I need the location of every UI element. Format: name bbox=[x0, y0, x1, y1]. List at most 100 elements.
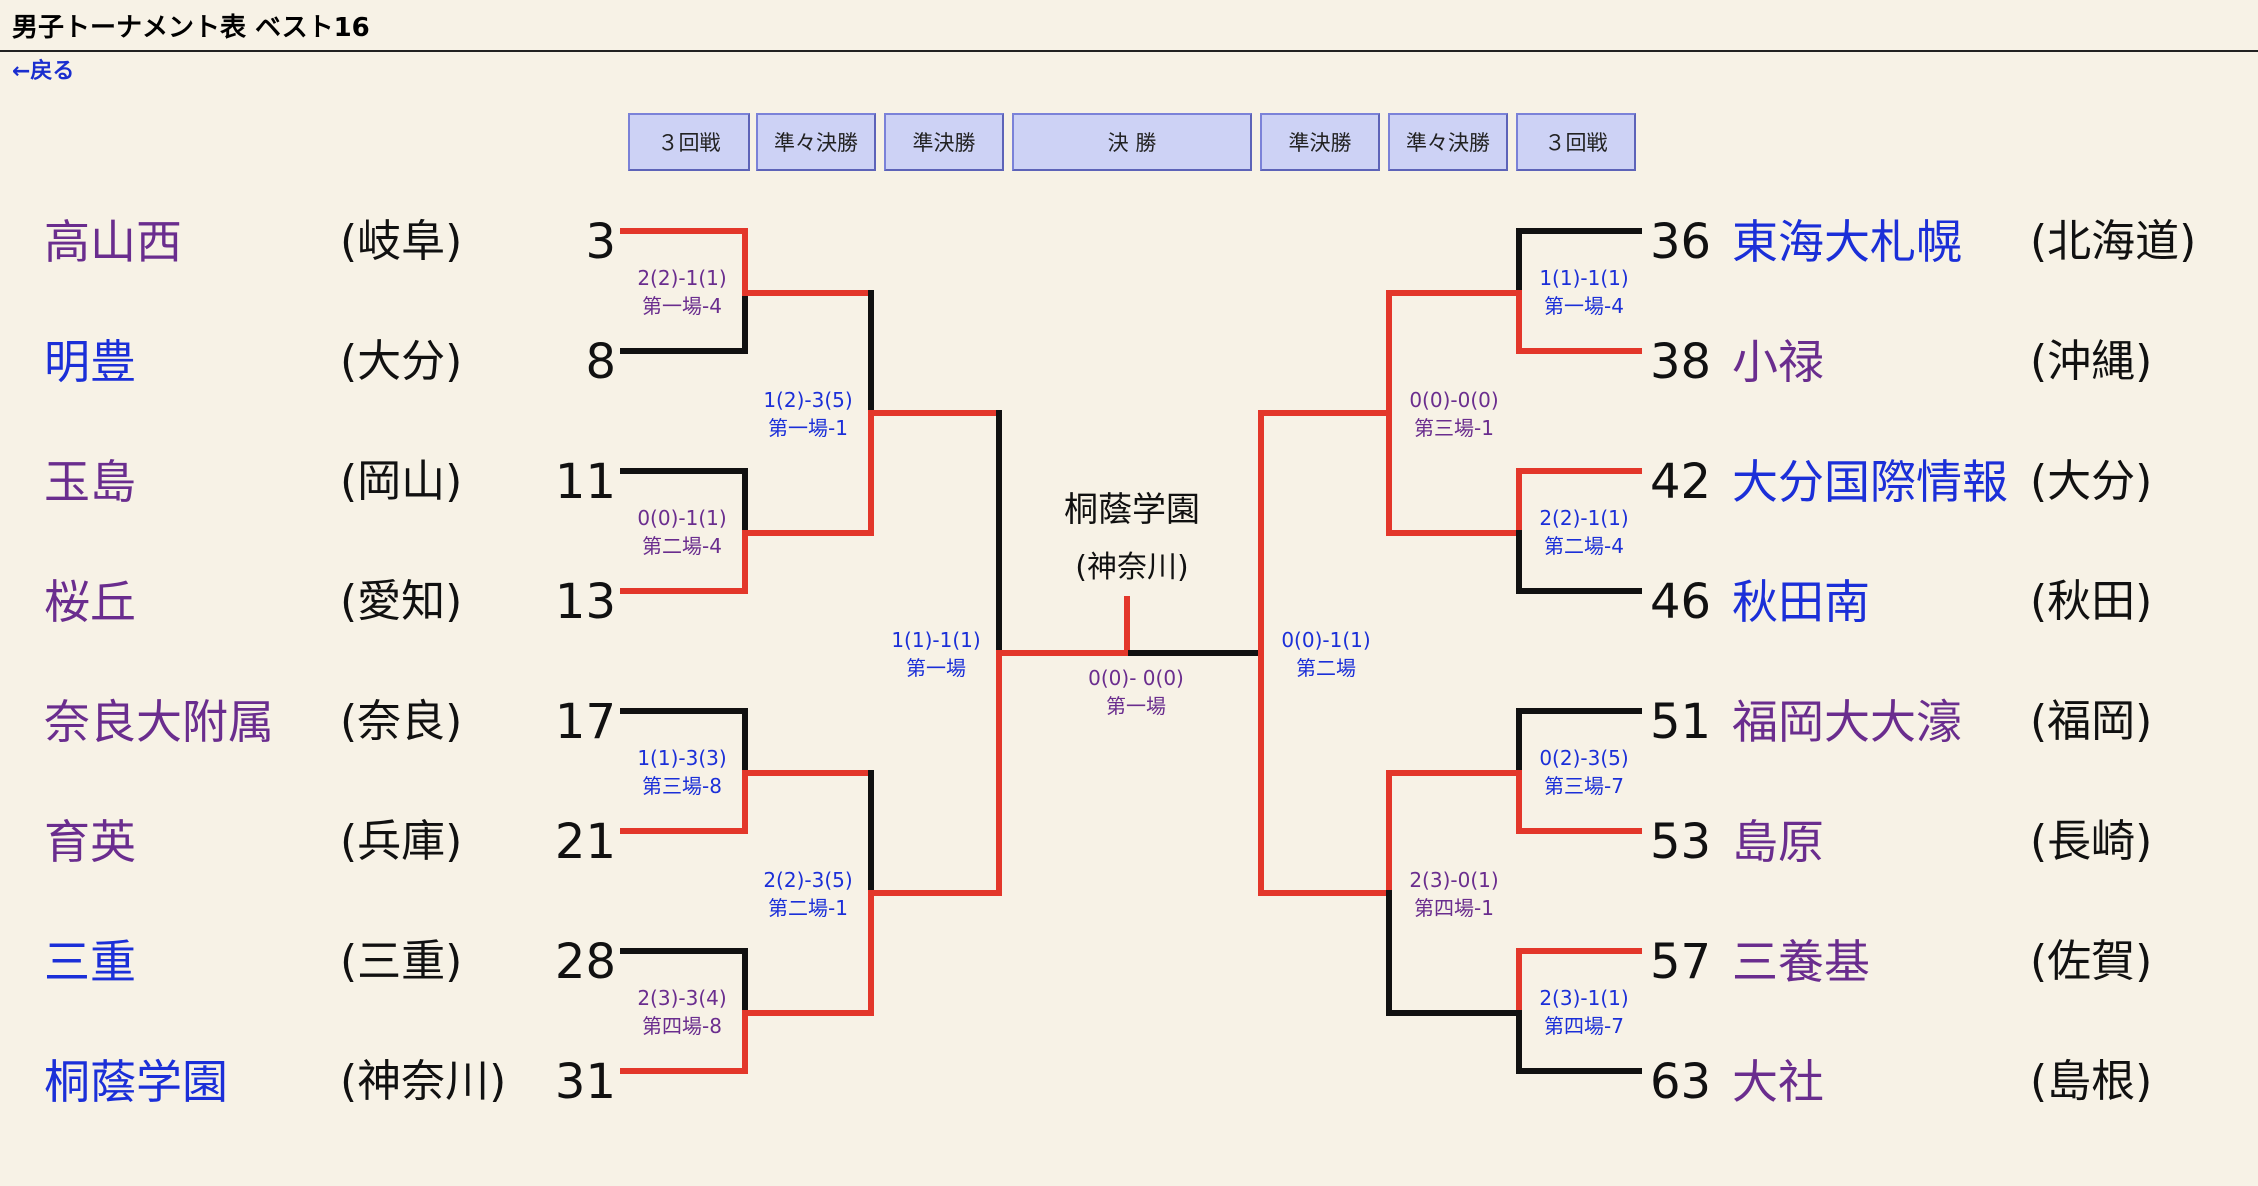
team-left-1[interactable]: 高山西 bbox=[44, 215, 182, 269]
back-link[interactable]: ←戻る bbox=[12, 59, 75, 84]
team-left-8[interactable]: 桐蔭学園 bbox=[44, 1055, 228, 1109]
bracket-line bbox=[742, 290, 748, 354]
bracket-line bbox=[742, 468, 748, 534]
team-left-2[interactable]: 明豊 bbox=[44, 335, 136, 389]
bracket-line bbox=[1516, 290, 1522, 354]
bracket-line bbox=[996, 650, 1002, 896]
team-right-8[interactable]: 大社 bbox=[1732, 1055, 1824, 1109]
score-r-sf: 0(0)-1(1)第二場 bbox=[1281, 628, 1371, 680]
bracket-line bbox=[1386, 410, 1392, 536]
pref-right-1: (北海道) bbox=[2030, 216, 2197, 267]
bracket-line bbox=[742, 1010, 748, 1074]
champion-name: 桐蔭学園 bbox=[1064, 490, 1200, 530]
bracket-line bbox=[742, 228, 748, 294]
pref-left-6: (兵庫) bbox=[340, 816, 463, 867]
pref-right-3: (大分) bbox=[2030, 456, 2153, 507]
seed-right-2: 38 bbox=[1650, 334, 1712, 390]
bracket-line bbox=[742, 1010, 874, 1016]
tab-round3-left[interactable]: ３回戦 bbox=[628, 113, 750, 171]
bracket-line bbox=[620, 828, 746, 834]
score-l-r16-2: 0(0)-1(1)第二場-4 bbox=[637, 506, 727, 558]
bracket-line bbox=[1128, 650, 1264, 656]
seed-right-3: 42 bbox=[1650, 454, 1712, 510]
bracket-line bbox=[620, 588, 746, 594]
bracket-line bbox=[1516, 468, 1642, 474]
tab-quarterfinal-left[interactable]: 準々決勝 bbox=[756, 113, 876, 171]
pref-left-3: (岡山) bbox=[340, 456, 463, 507]
bracket-line bbox=[620, 348, 746, 354]
bracket-line bbox=[620, 1068, 746, 1074]
score-l-r16-4: 2(3)-3(4)第四場-8 bbox=[637, 986, 727, 1038]
team-left-6[interactable]: 育英 bbox=[44, 815, 136, 869]
seed-right-8: 63 bbox=[1650, 1054, 1712, 1110]
team-right-4[interactable]: 秋田南 bbox=[1732, 575, 1870, 629]
score-r-r16-1: 1(1)-1(1)第一場-4 bbox=[1539, 266, 1629, 318]
seed-left-4: 13 bbox=[554, 574, 616, 630]
seed-left-2: 8 bbox=[585, 334, 616, 390]
bracket-line bbox=[868, 770, 874, 894]
score-r-r16-2: 2(2)-1(1)第二場-4 bbox=[1539, 506, 1629, 558]
bracket-line bbox=[868, 890, 874, 1016]
bracket-line bbox=[742, 948, 748, 1014]
pref-left-8: (神奈川) bbox=[340, 1056, 507, 1107]
bracket-line bbox=[742, 708, 748, 774]
bracket-line bbox=[1516, 948, 1522, 1014]
team-right-6[interactable]: 島原 bbox=[1732, 815, 1824, 869]
title-divider bbox=[0, 50, 2258, 52]
seed-right-6: 53 bbox=[1650, 814, 1712, 870]
bracket-line bbox=[1386, 530, 1518, 536]
seed-right-7: 57 bbox=[1650, 934, 1712, 990]
bracket-line bbox=[868, 290, 874, 414]
pref-left-1: (岐阜) bbox=[340, 216, 463, 267]
seed-left-7: 28 bbox=[554, 934, 616, 990]
team-left-4[interactable]: 桜丘 bbox=[44, 575, 136, 629]
team-right-2[interactable]: 小禄 bbox=[1732, 335, 1824, 389]
pref-right-5: (福岡) bbox=[2030, 696, 2153, 747]
page-title: 男子トーナメント表 ベスト16 bbox=[12, 13, 370, 43]
score-l-qf-1: 1(2)-3(5)第一場-1 bbox=[763, 388, 853, 440]
bracket-line bbox=[1516, 708, 1642, 714]
bracket-line bbox=[1516, 770, 1522, 834]
champion-pref: (神奈川) bbox=[1075, 550, 1189, 585]
bracket-line bbox=[868, 410, 874, 536]
bracket-line bbox=[996, 410, 1002, 654]
bracket-line bbox=[1258, 410, 1392, 416]
bracket-line bbox=[1516, 228, 1522, 294]
pref-left-7: (三重) bbox=[340, 936, 463, 987]
bracket-line bbox=[620, 468, 746, 474]
seed-right-1: 36 bbox=[1650, 214, 1712, 270]
bracket-line bbox=[742, 290, 874, 296]
bracket-line bbox=[1516, 228, 1642, 234]
bracket-line bbox=[1386, 890, 1392, 1016]
bracket-line bbox=[1516, 1010, 1522, 1074]
seed-left-8: 31 bbox=[554, 1054, 616, 1110]
team-left-5[interactable]: 奈良大附属 bbox=[44, 695, 274, 749]
score-l-r16-1: 2(2)-1(1)第一場-4 bbox=[637, 266, 727, 318]
pref-left-4: (愛知) bbox=[340, 576, 463, 627]
team-right-3[interactable]: 大分国際情報 bbox=[1732, 455, 2008, 509]
pref-right-2: (沖縄) bbox=[2030, 336, 2153, 387]
team-left-3[interactable]: 玉島 bbox=[44, 455, 136, 509]
bracket-line bbox=[1516, 708, 1522, 774]
bracket-line bbox=[1386, 770, 1518, 776]
bracket-line bbox=[1258, 410, 1264, 656]
bracket-line bbox=[742, 530, 874, 536]
tab-semifinal-left[interactable]: 準決勝 bbox=[884, 113, 1004, 171]
pref-right-6: (長崎) bbox=[2030, 816, 2153, 867]
tab-final[interactable]: 決 勝 bbox=[1012, 113, 1252, 171]
team-right-5[interactable]: 福岡大大濠 bbox=[1732, 695, 1962, 749]
pref-right-7: (佐賀) bbox=[2030, 936, 2153, 987]
tab-quarterfinal-right[interactable]: 準々決勝 bbox=[1388, 113, 1508, 171]
score-l-r16-3: 1(1)-3(3)第三場-8 bbox=[637, 746, 727, 798]
team-right-7[interactable]: 三養基 bbox=[1732, 935, 1870, 989]
bracket-line bbox=[1386, 290, 1392, 416]
team-left-7[interactable]: 三重 bbox=[44, 935, 136, 989]
pref-right-8: (島根) bbox=[2030, 1056, 2153, 1107]
tab-round3-right[interactable]: ３回戦 bbox=[1516, 113, 1636, 171]
tab-semifinal-right[interactable]: 準決勝 bbox=[1260, 113, 1380, 171]
bracket-line bbox=[742, 530, 748, 594]
bracket-line bbox=[1386, 290, 1518, 296]
score-final: 0(0)- 0(0)第一場 bbox=[1088, 666, 1184, 718]
team-right-1[interactable]: 東海大札幌 bbox=[1732, 215, 1962, 269]
seed-left-3: 11 bbox=[554, 454, 616, 510]
